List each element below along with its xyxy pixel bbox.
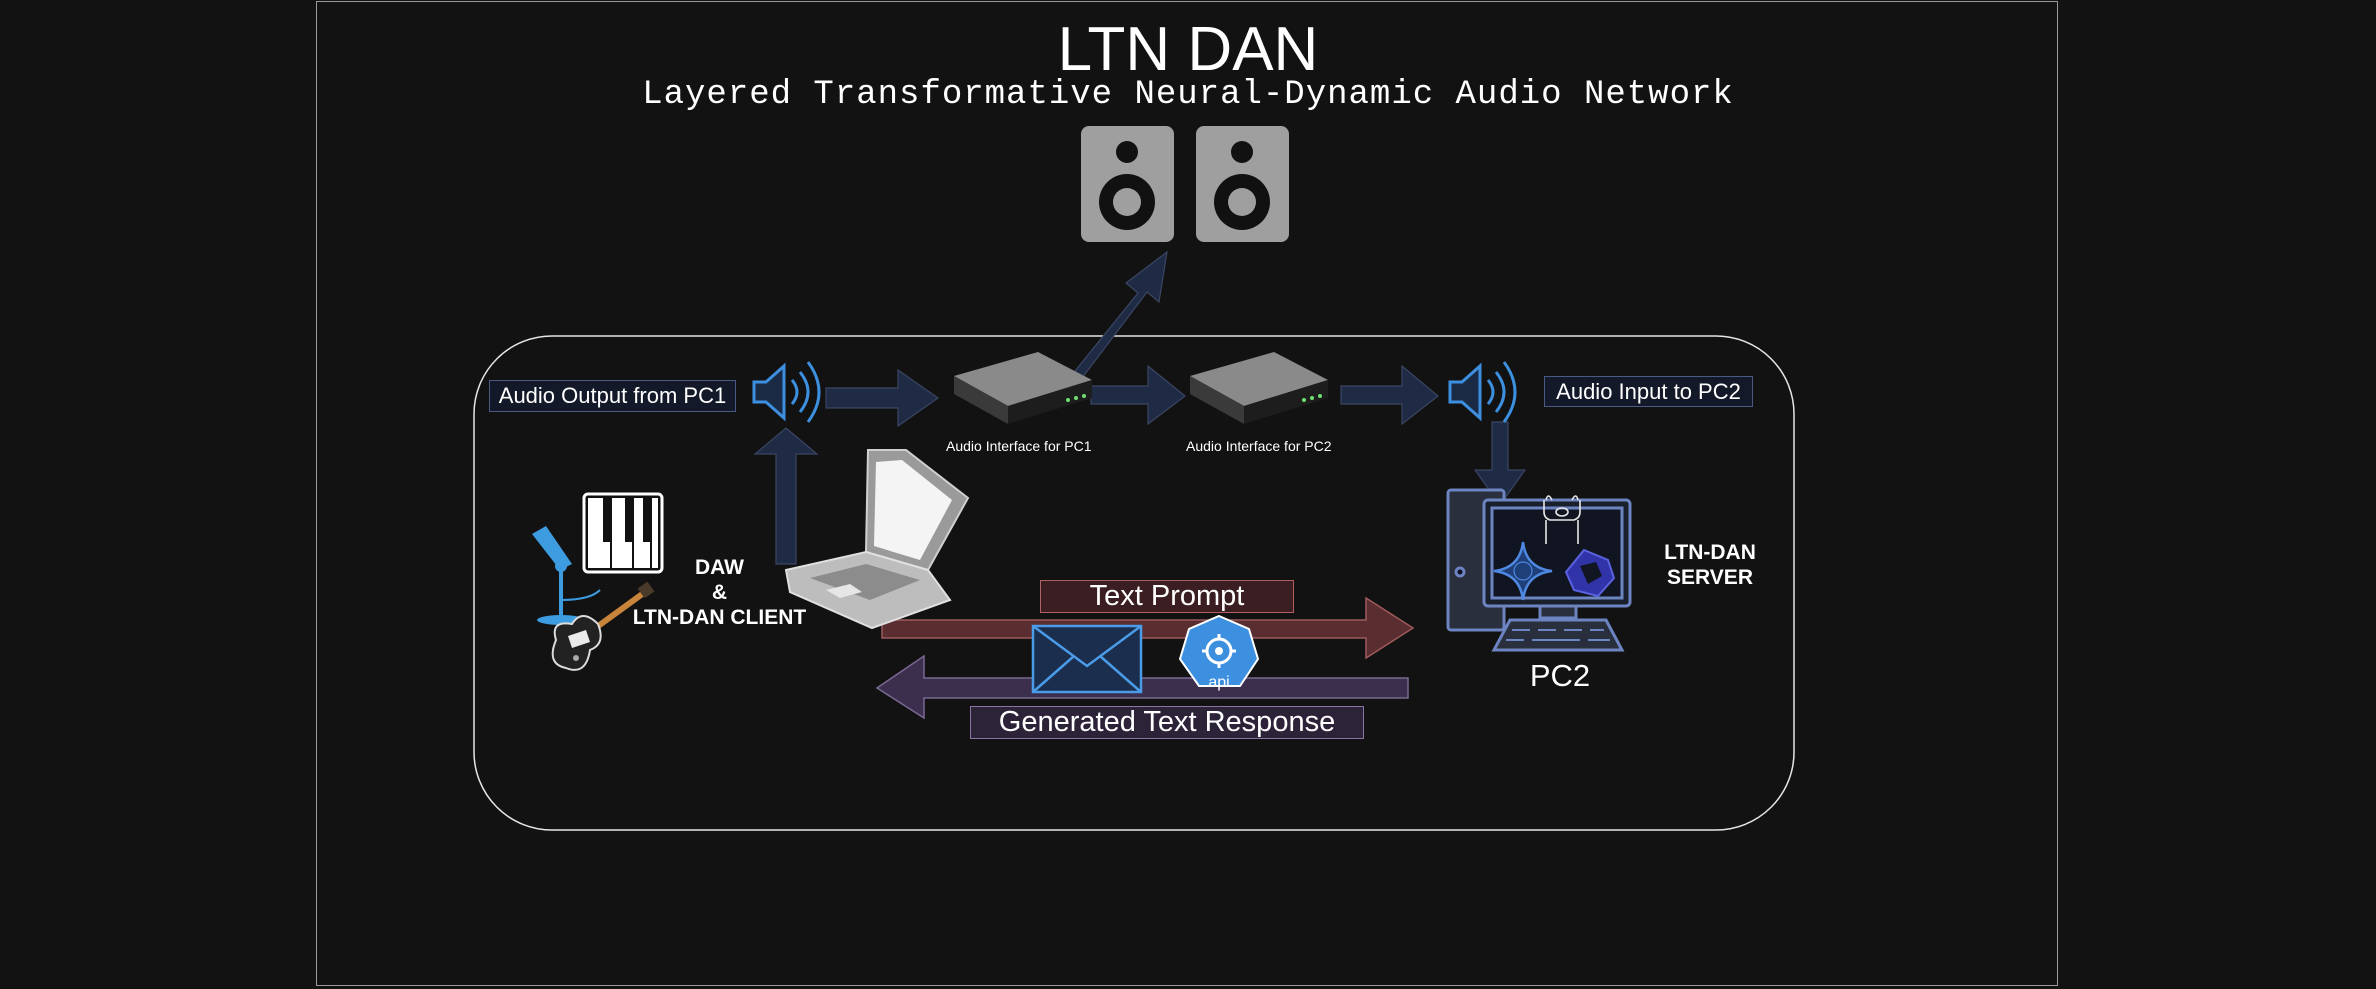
api-label: api	[1208, 674, 1229, 691]
arrow-interface2-to-speaker	[1340, 364, 1439, 426]
interface-pc2-caption: Audio Interface for PC2	[1186, 438, 1332, 454]
audio-interface-icon	[954, 352, 1092, 424]
arrow-laptop-to-output	[753, 427, 819, 565]
arrow-input-to-pc2	[1473, 421, 1527, 507]
speaker-sound-icon	[1448, 361, 1517, 423]
interface-pc1-caption: Audio Interface for PC1	[946, 438, 1092, 454]
client-label-line3: LTN-DAN CLIENT	[632, 606, 807, 629]
pc2-label: PC2	[1529, 658, 1591, 693]
envelope-icon	[1031, 624, 1143, 694]
speaker-sound-icon	[752, 361, 821, 423]
audio-output-label: Audio Output from PC1	[489, 380, 736, 412]
audio-interface-icon	[1190, 352, 1328, 424]
client-label-line2: &	[711, 581, 728, 604]
qwen-logo-icon	[1564, 548, 1616, 598]
system-boundary	[473, 335, 1795, 831]
text-prompt-label: Text Prompt	[1040, 580, 1294, 613]
laptop-icon	[784, 449, 970, 630]
server-label-line1: LTN-DAN	[1664, 541, 1756, 564]
diagram-subtitle: Layered Transformative Neural-Dynamic Au…	[642, 76, 1734, 114]
speaker-monitor-icon	[1081, 126, 1289, 242]
piano-keys-icon	[582, 492, 664, 574]
arrow-to-monitors	[1069, 250, 1168, 379]
client-label: DAW & LTN-DAN CLIENT	[622, 555, 817, 630]
electric-guitar-icon	[551, 581, 655, 671]
slide-frame	[316, 1, 2058, 986]
server-label-line2: SERVER	[1667, 566, 1753, 589]
response-arrow	[875, 654, 1409, 720]
audio-input-label: Audio Input to PC2	[1544, 376, 1753, 407]
generated-response-label: Generated Text Response	[970, 706, 1364, 739]
desktop-pc-icon	[1446, 488, 1632, 652]
prompt-arrow	[881, 596, 1415, 660]
kubernetes-api-icon: api	[1178, 614, 1260, 691]
diagram-title: LTN DAN	[1057, 15, 1319, 84]
ollama-llama-icon	[1543, 495, 1581, 544]
client-label-line1: DAW	[695, 556, 744, 579]
arrow-interface1-to-interface2	[1090, 364, 1186, 426]
gemini-sparkle-icon	[1493, 541, 1553, 601]
arrow-speaker-to-interface1	[825, 368, 940, 428]
server-label: LTN-DAN SERVER	[1645, 540, 1775, 590]
